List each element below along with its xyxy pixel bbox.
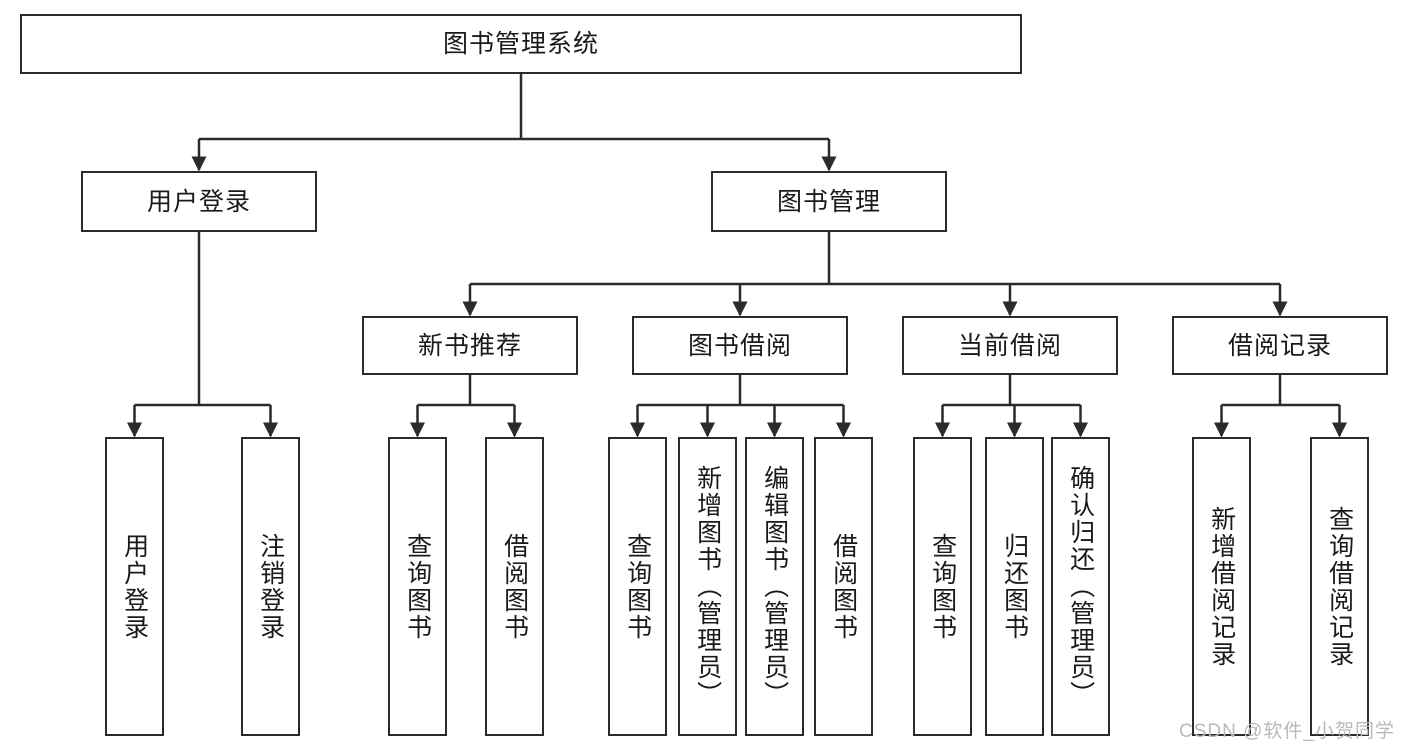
node-leaf-logout[interactable]: 注销登录 <box>241 437 300 736</box>
edge-bus-newbook <box>417 375 515 407</box>
node-label: 新增图书（管理员） <box>693 465 722 708</box>
node-newbook[interactable]: 新书推荐 <box>362 316 578 375</box>
node-leaf-edit[interactable]: 编辑图书（管理员） <box>745 437 804 736</box>
node-label: 借阅图书 <box>500 532 529 641</box>
node-leaf-query2[interactable]: 查询图书 <box>608 437 667 736</box>
node-label: 图书管理 <box>776 187 881 216</box>
watermark-label: CSDN @软件_小贺同学 <box>1179 721 1395 742</box>
node-label: 归还图书 <box>1000 532 1029 641</box>
node-leaf-confirm[interactable]: 确认归还（管理员） <box>1051 437 1110 736</box>
node-leaf-query1[interactable]: 查询图书 <box>388 437 447 736</box>
node-current[interactable]: 当前借阅 <box>902 316 1118 375</box>
node-label: 新书推荐 <box>417 331 522 360</box>
node-leaf-borrow1[interactable]: 借阅图书 <box>485 437 544 736</box>
node-leaf-query3[interactable]: 查询图书 <box>913 437 972 736</box>
node-label: 图书管理系统 <box>442 30 599 58</box>
edge-bus-login <box>134 232 271 407</box>
edge-bus-borrow <box>637 375 844 407</box>
node-label: 用户登录 <box>146 187 251 216</box>
node-label: 当前借阅 <box>957 331 1062 360</box>
node-leaf-login[interactable]: 用户登录 <box>105 437 164 736</box>
node-leaf-add[interactable]: 新增图书（管理员） <box>678 437 737 736</box>
node-borrow[interactable]: 图书借阅 <box>632 316 848 375</box>
node-leaf-queryrec[interactable]: 查询借阅记录 <box>1310 437 1369 736</box>
node-root[interactable]: 图书管理系统 <box>20 14 1022 74</box>
node-label: 注销登录 <box>256 532 285 641</box>
node-label: 确认归还（管理员） <box>1066 465 1095 708</box>
node-login[interactable]: 用户登录 <box>81 171 317 232</box>
node-records[interactable]: 借阅记录 <box>1172 316 1388 375</box>
node-label: 用户登录 <box>120 532 149 641</box>
node-label: 查询借阅记录 <box>1325 505 1354 668</box>
node-label: 查询图书 <box>623 532 652 641</box>
edge-bus-current <box>942 375 1081 407</box>
node-label: 图书借阅 <box>687 331 792 360</box>
node-leaf-borrow2[interactable]: 借阅图书 <box>814 437 873 736</box>
edge-bus-records <box>1221 375 1340 407</box>
node-leaf-return[interactable]: 归还图书 <box>985 437 1044 736</box>
edge-bus-root <box>199 74 829 141</box>
node-bookmgmt[interactable]: 图书管理 <box>711 171 947 232</box>
node-label: 查询图书 <box>928 532 957 641</box>
node-label: 新增借阅记录 <box>1207 505 1236 668</box>
node-leaf-addrec[interactable]: 新增借阅记录 <box>1192 437 1251 736</box>
node-label: 查询图书 <box>403 532 432 641</box>
node-label: 借阅图书 <box>829 532 858 641</box>
node-label: 借阅记录 <box>1227 331 1332 360</box>
edge-bus-bookmgmt <box>470 232 1280 286</box>
node-label: 编辑图书（管理员） <box>760 465 789 708</box>
